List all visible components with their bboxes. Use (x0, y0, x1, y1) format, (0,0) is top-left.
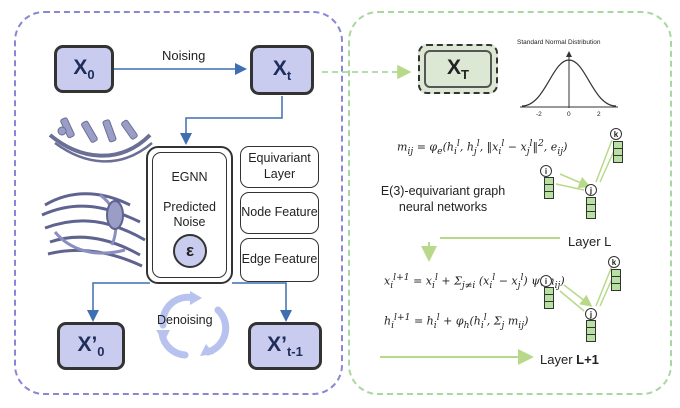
egnn-panel (348, 11, 672, 395)
distribution-title: Standard Normal Distribution (517, 39, 601, 46)
egnn-block: EGNN Predicted Noise ε (146, 146, 233, 284)
egnn-description: E(3)-equivariant graph neural networks (380, 184, 506, 215)
layer-l-label: Layer L (568, 234, 612, 249)
protein-illustration-bottom (41, 192, 146, 268)
dist-tick-neg2: -2 (536, 111, 542, 118)
equivariant-layer-box: Equivariant Layer (240, 146, 319, 188)
edge-feature-box: Edge Feature (240, 238, 319, 282)
graph-lower (559, 265, 617, 312)
egnn-title: EGNN (171, 170, 208, 184)
epsilon-symbol: ε (185, 241, 195, 260)
message-equation: mij = φe(hil, hjl, ‖xil − xjl‖2, eij) (397, 138, 568, 157)
dist-tick-0: 0 (567, 111, 571, 118)
epsilon-node: ε (173, 234, 207, 268)
vector-k-lower (611, 269, 621, 291)
xt-to-egnn-arrow (180, 96, 283, 145)
x0-state: X0 (54, 45, 114, 93)
node-i-lower: i (540, 275, 552, 287)
vector-j-lower (586, 320, 596, 342)
graph-upper (555, 139, 619, 191)
node-i-upper: i (540, 165, 552, 177)
normal-distribution-chart (520, 51, 618, 108)
vector-j-upper (586, 197, 596, 219)
node-k-upper: k (610, 128, 622, 140)
node-j-lower: j (585, 308, 597, 320)
noising-label: Noising (162, 48, 206, 63)
xt-1-prime-state: X’t-1 (248, 322, 322, 370)
vector-i-lower (544, 287, 554, 309)
denoising-cycle (156, 291, 230, 359)
protein-illustration-top (48, 117, 153, 163)
node-feature-box: Node Feature (240, 192, 319, 234)
x0-prime-state: X’0 (57, 322, 125, 370)
vector-k-upper (613, 141, 623, 163)
to-x0-arrow (87, 282, 150, 322)
noise-label: Noise (173, 215, 206, 229)
feature-update-equation: hil+1 = hil + φh(hil, Σj mij) (384, 312, 529, 331)
coordinate-update-equation: xil+1 = xil + Σj≠i (xil − xjl) ψ(mij) (384, 272, 565, 291)
diffusion-panel (14, 11, 343, 395)
to-xt1-arrow (232, 282, 292, 322)
vector-i-upper (544, 177, 554, 199)
node-j-upper: j (585, 184, 597, 196)
layer-l1-label: Layer L+1 (540, 352, 599, 367)
dist-tick-2: 2 (597, 111, 601, 118)
xT-state: XT (418, 44, 498, 94)
node-k-lower: k (608, 256, 620, 268)
denoising-label: Denoising (157, 313, 213, 327)
predicted-label: Predicted (163, 200, 216, 214)
xt-state: Xt (250, 45, 314, 95)
